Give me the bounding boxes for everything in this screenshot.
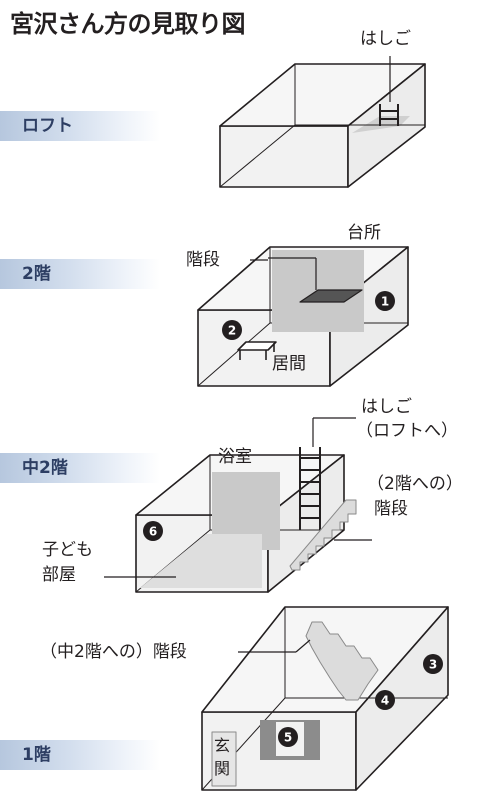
badge-5: 5 [278, 727, 298, 747]
floor-label-mezzanine: 中2階 [0, 453, 160, 483]
badge-1: 1 [375, 291, 395, 311]
label-stairs-to-2f-2: 階段 [374, 499, 408, 519]
badge-2: 2 [222, 320, 242, 340]
page-title: 宮沢さん方の見取り図 [10, 10, 246, 38]
label-kitchen: 台所 [347, 223, 381, 243]
ladder-to-loft-icon [299, 447, 321, 530]
floor-label-2f: 2階 [0, 259, 160, 289]
loft-box [219, 56, 426, 188]
label-loft-ladder: はしご [360, 29, 411, 49]
badge-3: 3 [423, 654, 443, 674]
svg-text:6: 6 [149, 525, 157, 539]
badge-6: 6 [143, 521, 163, 541]
label-entrance-1: 玄 [214, 736, 231, 755]
mezzanine-box [135, 417, 372, 593]
svg-text:2: 2 [228, 324, 236, 338]
svg-text:1: 1 [381, 295, 389, 309]
stairs-to-mezzanine-icon [305, 621, 379, 701]
label-entrance-2: 関 [214, 759, 231, 778]
svg-text:5: 5 [284, 731, 292, 745]
floor-label-1f: 1階 [0, 740, 160, 770]
label-ladder-to-loft-2: （ロフトへ） [356, 421, 458, 441]
label-living-room: 居間 [272, 354, 306, 374]
label-stairs-to-2f-1: （2階への） [367, 474, 463, 494]
badge-4: 4 [375, 690, 395, 710]
label-kids-room-1: 子ども [42, 540, 93, 560]
stair-opening-2f [299, 289, 363, 303]
first-floor-box [201, 606, 449, 791]
second-floor-box [197, 246, 409, 387]
loft-ladder-icon [379, 104, 399, 126]
label-kids-room-2: 部屋 [42, 565, 76, 585]
stairs-to-2f-icon [289, 499, 357, 571]
label-bathroom: 浴室 [218, 447, 252, 467]
label-stairs-to-mezzanine: （中2階への）階段 [40, 642, 187, 662]
living-table-icon [237, 341, 277, 360]
svg-text:3: 3 [429, 658, 437, 672]
svg-text:4: 4 [381, 694, 389, 708]
entrance-area [211, 731, 237, 787]
floor-label-loft: ロフト [0, 111, 160, 141]
label-stairs-2f: 階段 [186, 250, 220, 270]
label-ladder-to-loft-1: はしご [361, 397, 412, 417]
